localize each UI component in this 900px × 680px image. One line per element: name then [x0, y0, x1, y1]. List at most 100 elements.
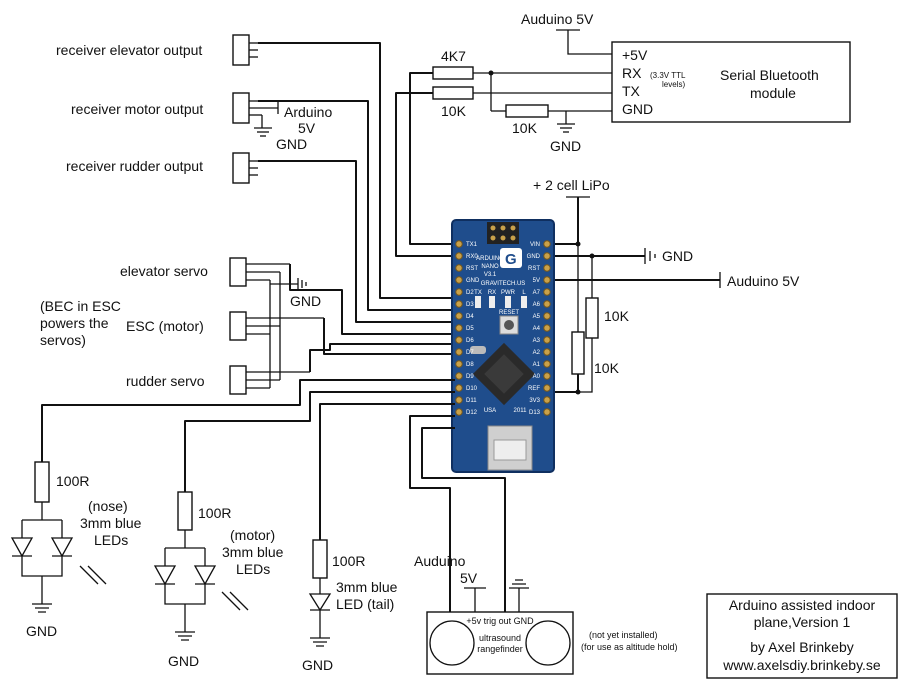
nano-pin-label-right: A2 — [533, 350, 541, 356]
resistor-10k-b-label: 10K — [512, 120, 538, 136]
ultrasound-supply-1: Auduino — [414, 553, 466, 569]
nano-pin-right — [543, 396, 551, 404]
bt-rx-note-2: levels) — [662, 80, 685, 89]
bt-pin-tx: TX — [622, 83, 641, 99]
bt-rx-note-1: (3.3V TTL — [650, 71, 686, 80]
resistor-divider-bottom — [585, 297, 599, 339]
ultrasound-name-1: ultrasound — [479, 633, 521, 643]
wire-nano-rx — [395, 92, 455, 257]
nano-reset-label: RESET — [499, 310, 519, 316]
servo-gnd-label: GND — [290, 293, 321, 309]
tail-resistor-label: 100R — [332, 553, 365, 569]
nano-year-label: 2011 — [514, 408, 528, 414]
tail-gnd-label: GND — [302, 657, 333, 673]
ultrasound-note-2: (for use as altitude hold) — [581, 642, 678, 652]
wire-nano-tx — [409, 72, 455, 245]
nano-pin-label-left: GND — [466, 278, 480, 284]
ultrasound-pins-label: +5v trig out GND — [466, 616, 534, 626]
servo-elevator-connector — [229, 257, 290, 287]
wire-elevator-receiver — [258, 42, 455, 299]
nose-led-pair — [10, 537, 74, 558]
ultrasound-transducer-left — [429, 620, 475, 666]
motor-led-label-1: (motor) — [230, 527, 275, 543]
ultrasound-transducer-right — [525, 620, 571, 666]
nano-5v-label: Auduino 5V — [727, 273, 800, 289]
resistor-tail-led — [312, 539, 328, 579]
nano-pin-right — [543, 300, 551, 308]
nano-label-nano: NANO — [481, 264, 499, 270]
servo-rudder-label: rudder servo — [126, 373, 205, 389]
receiver-5v-label: 5V — [298, 120, 316, 136]
receiver-elevator-label: receiver elevator output — [56, 42, 202, 58]
nano-pin-right — [543, 264, 551, 272]
ultrasound-name-2: rangefinder — [477, 644, 523, 654]
nano-pin-left — [455, 360, 463, 368]
nano-pin-right — [543, 408, 551, 416]
resistor-nose-led — [34, 461, 50, 503]
arduino-nano-board: G TX1RX0RSTGNDD2D3D4D5D6D7D8D9D10D11D12V… — [451, 219, 555, 473]
motor-led-pair — [153, 565, 217, 586]
resistor-10k-a-label: 10K — [441, 103, 467, 119]
nano-pin-left — [455, 252, 463, 260]
credits-line-1: Arduino assisted indoor — [729, 597, 876, 613]
nano-pin-right — [543, 276, 551, 284]
nano-pin-left — [455, 264, 463, 272]
nano-pin-left — [455, 396, 463, 404]
nano-pin-left — [455, 324, 463, 332]
nano-pin-label-right: D13 — [529, 410, 541, 416]
nano-pin-right — [543, 312, 551, 320]
wire-lipo-vin — [555, 197, 579, 245]
nano-pin-left — [455, 384, 463, 392]
servo-esc-label: ESC (motor) — [126, 318, 204, 334]
resistor-10k-tx — [432, 86, 474, 100]
resistor-10k-rx-ground — [505, 104, 549, 118]
bt-pin-5v: +5V — [622, 47, 648, 63]
nano-usa-label: USA — [484, 408, 496, 414]
nose-gnd-label: GND — [26, 623, 57, 639]
bt-gnd-label: GND — [550, 138, 581, 154]
motor-led-label-3: LEDs — [236, 561, 270, 577]
nano-pin-label-right: A3 — [533, 338, 541, 344]
wire-motor-led — [184, 391, 455, 492]
nano-pin-label-left: D7 — [466, 350, 474, 356]
nano-led-tx: TX — [474, 290, 482, 296]
nano-pin-left — [455, 312, 463, 320]
nano-pin-left — [455, 276, 463, 284]
credits-line-2: plane,Version 1 — [754, 614, 851, 630]
credits-box — [706, 593, 898, 679]
servo-rudder-connector — [229, 365, 310, 395]
lipo-label: + 2 cell LiPo — [533, 177, 610, 193]
nano-pin-label-right: 5V — [533, 278, 540, 284]
receiver-elevator-connector — [232, 34, 258, 66]
nano-pin-left — [455, 288, 463, 296]
nano-pin-label-right: RST — [528, 266, 540, 272]
wire-rudder-servo — [309, 343, 455, 372]
nano-pin-right — [543, 384, 551, 392]
resistor-divider-top — [571, 331, 585, 375]
resistor-4k7-label: 4K7 — [441, 48, 466, 64]
nano-pin-label-left: D2 — [466, 290, 474, 296]
wire-rudder-receiver — [258, 160, 455, 323]
resistor-motor-led — [177, 491, 193, 531]
wire-divider-tap — [555, 374, 579, 393]
nano-pin-label-right: A4 — [533, 326, 541, 332]
nano-pin-label-left: D12 — [466, 410, 478, 416]
credits-line-3: by Axel Brinkeby — [750, 639, 854, 655]
wire-tail-led — [319, 403, 455, 540]
nano-led-rx: RX — [488, 290, 496, 296]
nano-pin-label-right: REF — [528, 386, 540, 392]
wire-motor-receiver — [258, 100, 455, 311]
nano-pin-label-left: D5 — [466, 326, 474, 332]
nano-pin-right — [543, 240, 551, 248]
nano-pin-label-left: D6 — [466, 338, 474, 344]
nano-pin-label-right: 3V3 — [529, 398, 540, 404]
nano-pin-left — [455, 348, 463, 356]
nose-resistor-label: 100R — [56, 473, 89, 489]
tail-led-label-2: LED (tail) — [336, 596, 394, 612]
tail-led — [308, 593, 332, 612]
nano-pin-label-left: D10 — [466, 386, 478, 392]
nano-pin-label-left: D11 — [466, 398, 477, 404]
bt-supply-label: Auduino 5V — [521, 11, 594, 27]
wire-esc-signal — [323, 318, 455, 355]
resistor-4k7 — [432, 66, 474, 80]
